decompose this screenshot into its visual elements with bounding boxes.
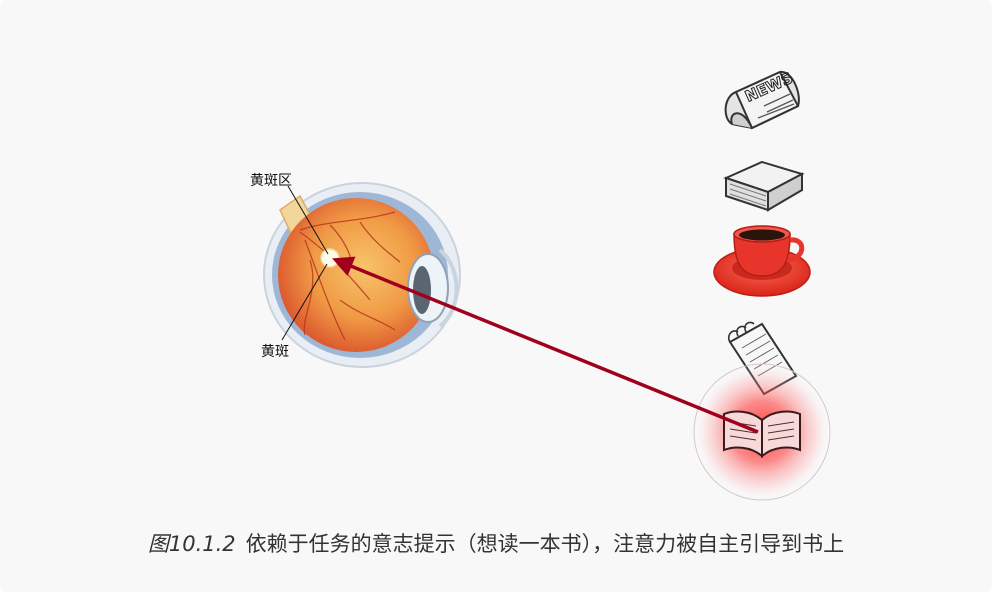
figure-number: 图10.1.2 [147, 532, 236, 556]
macula-pointer [281, 263, 328, 341]
figure-caption-text: 依赖于任务的意志提示（想读一本书），注意力被自主引导到书上 [245, 532, 845, 556]
macula-label: 黄斑 [261, 343, 289, 360]
eye-illustration [263, 182, 461, 368]
macula-region-pointer [287, 185, 329, 255]
attention-arrow [332, 256, 759, 434]
figure-caption: 图10.1.2 依赖于任务的意志提示（想读一本书），注意力被自主引导到书上 [0, 528, 992, 558]
closed-book-icon [723, 160, 805, 212]
macula-region-label: 黄斑区 [250, 172, 292, 189]
coffee-cup-icon [713, 225, 811, 297]
newspaper-icon: NEWS [724, 68, 800, 130]
attention-diagram: 黄斑区 黄斑 NEWS [250, 68, 831, 501]
macula-spot [320, 248, 340, 268]
